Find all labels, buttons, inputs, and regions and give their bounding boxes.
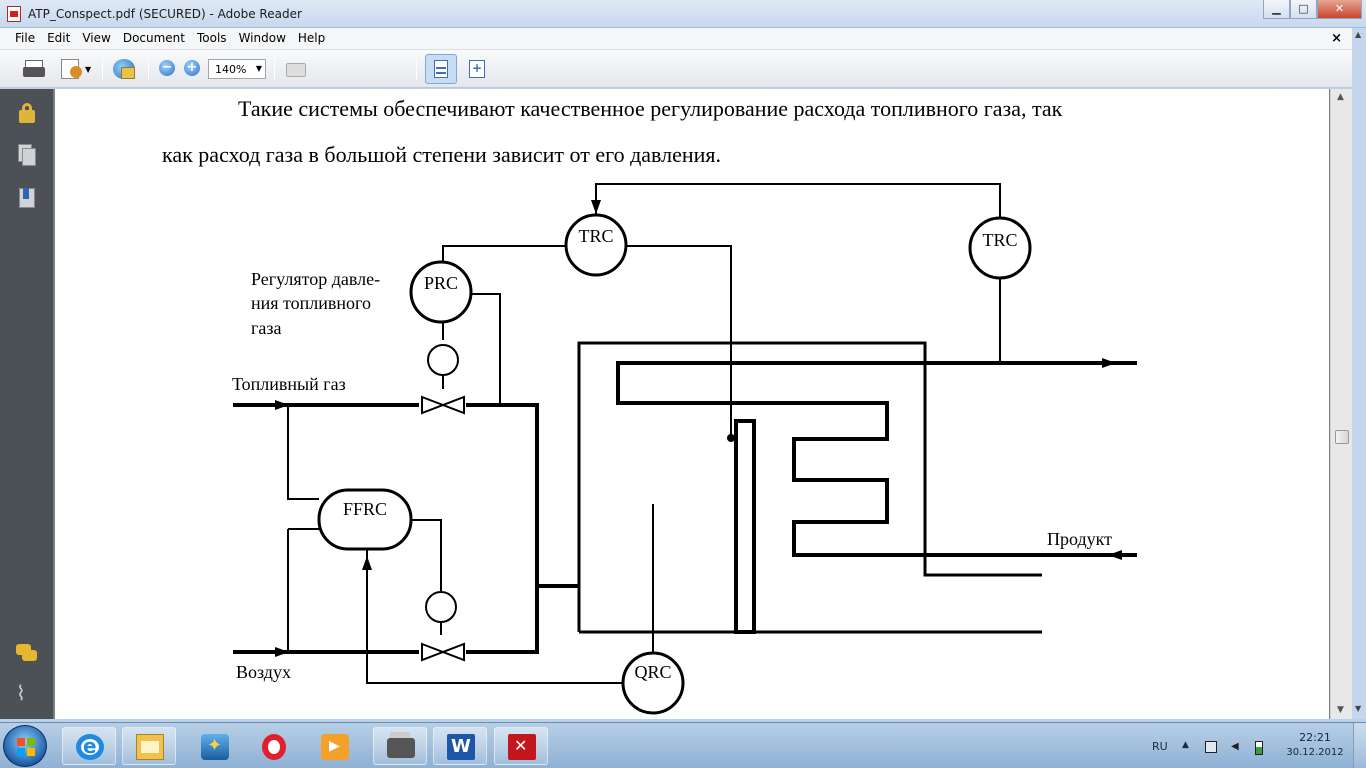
scroll-up-arrow-icon[interactable]: ▲: [1337, 92, 1344, 102]
toolbar-separator: [274, 58, 275, 80]
toolbar: ▼ − + 140% ▼: [0, 50, 1352, 88]
folder-icon: [136, 734, 164, 760]
printer-icon[interactable]: [20, 56, 48, 82]
air-valve-actuator: [425, 591, 457, 623]
prc-bubble: [409, 260, 473, 324]
ffrc-label: FFRC: [343, 499, 387, 519]
zoom-level-select[interactable]: 140% ▼: [208, 59, 266, 79]
taskbar-file-explorer[interactable]: [122, 727, 176, 765]
language-indicator[interactable]: RU: [1152, 740, 1168, 753]
volume-icon[interactable]: [1231, 741, 1243, 753]
battery-icon[interactable]: [1255, 741, 1263, 755]
vertical-scrollbar[interactable]: ▲ ▼: [1330, 89, 1352, 719]
zoom-level-value: 140%: [215, 63, 247, 76]
clock-time: 22:21: [1299, 731, 1331, 744]
maximize-button[interactable]: □: [1290, 0, 1317, 19]
trc-right-bubble: [968, 216, 1032, 280]
process-control-diagram: TRC TRC PRC FFRC QRC Регулятор давле- ни…: [232, 183, 1137, 715]
scanner-icon: [387, 732, 415, 758]
regulator-label-line-3: газа: [251, 318, 281, 338]
scrollbar-thumb[interactable]: [1335, 430, 1349, 444]
trc-right-label: TRC: [982, 230, 1017, 250]
network-icon[interactable]: [1205, 741, 1217, 753]
menu-file[interactable]: File: [15, 31, 36, 45]
video-player-icon: [321, 734, 349, 760]
toolbar-separator: [416, 58, 417, 80]
qrc-bubble: [621, 651, 685, 715]
taskbar-media-player[interactable]: [187, 727, 241, 765]
clock-date: 30.12.2012: [1286, 747, 1344, 758]
menu-bar: File Edit View Document Tools Window Hel…: [0, 28, 1352, 50]
show-hidden-icons-icon[interactable]: ▲: [1182, 740, 1189, 750]
adobe-reader-icon: [7, 6, 21, 22]
navigation-pane: ⌇: [0, 89, 53, 719]
menu-view[interactable]: View: [82, 31, 111, 45]
air-label: Воздух: [236, 662, 291, 682]
menu-help[interactable]: Help: [297, 31, 326, 45]
show-desktop-button[interactable]: [1353, 723, 1366, 768]
menu-tools[interactable]: Tools: [197, 31, 227, 45]
close-window-button[interactable]: ✕: [1317, 0, 1362, 19]
scroll-down-arrow-icon[interactable]: ▼: [1337, 705, 1344, 715]
taskbar-video-player[interactable]: [307, 727, 361, 765]
furnace-outline: [577, 341, 1042, 634]
paragraph-line-2: как расход газа в большой степени зависи…: [162, 142, 722, 167]
toolbar-separator: [102, 58, 103, 80]
chevron-down-icon: ▼: [255, 64, 262, 73]
ffrc-bubble: [317, 488, 413, 551]
qrc-label: QRC: [634, 662, 671, 682]
title-bar: ATP_Conspect.pdf (SECURED) - Adobe Reade…: [0, 0, 1366, 28]
window-title: ATP_Conspect.pdf (SECURED) - Adobe Reade…: [28, 7, 302, 21]
comments-icon[interactable]: [16, 642, 38, 666]
document-page: Такие системы обеспечивают качественное …: [55, 89, 1329, 719]
paragraph-line-1: Такие системы обеспечивают качественное …: [238, 96, 1063, 121]
close-document-button[interactable]: ×: [1331, 31, 1342, 46]
toolbar-separator: [148, 58, 149, 80]
snapshot-icon[interactable]: [284, 56, 308, 82]
share-icon[interactable]: ▼: [58, 56, 94, 82]
trc-left-bubble: [564, 213, 628, 277]
fit-width-icon[interactable]: [425, 54, 457, 84]
gas-valve-actuator: [427, 344, 459, 376]
zoom-out-button[interactable]: −: [159, 60, 175, 76]
bookmarks-icon[interactable]: [16, 187, 38, 211]
opera-icon: [262, 734, 286, 760]
taskbar-word[interactable]: [433, 727, 487, 765]
word-icon: [447, 734, 475, 760]
zoom-in-button[interactable]: +: [184, 60, 200, 76]
product-label: Продукт: [1047, 529, 1112, 549]
air-valve: [421, 642, 465, 662]
trc-left-label: TRC: [578, 226, 613, 246]
signal-lines: [287, 183, 1001, 684]
regulator-label-line-1: Регулятор давле-: [251, 269, 380, 289]
pages-icon[interactable]: [16, 144, 38, 168]
fit-page-icon[interactable]: [466, 58, 488, 80]
attachments-icon[interactable]: ⌇: [16, 681, 26, 705]
menu-document[interactable]: Document: [122, 31, 185, 45]
taskbar-adobe-reader[interactable]: [494, 727, 548, 765]
window-controls: ▁ □ ✕: [1263, 0, 1362, 20]
menu-window[interactable]: Window: [238, 31, 286, 45]
minimize-button[interactable]: ▁: [1263, 0, 1290, 19]
internet-explorer-icon: [76, 734, 104, 760]
prc-label: PRC: [424, 273, 458, 293]
taskbar: RU ▲ 22:21 30.12.2012: [0, 722, 1366, 768]
media-player-icon: [201, 734, 229, 760]
collaborate-icon[interactable]: [110, 56, 138, 82]
start-button[interactable]: [3, 725, 47, 767]
menu-edit[interactable]: Edit: [47, 31, 71, 45]
window-scroll-down-icon[interactable]: ▼: [1355, 704, 1362, 713]
window-scrollbar[interactable]: ▲ ▼: [1352, 28, 1366, 719]
taskbar-internet-explorer[interactable]: [62, 727, 116, 765]
fuel-gas-label: Топливный газ: [232, 374, 346, 394]
lock-icon[interactable]: [16, 101, 38, 125]
taskbar-scanner-app[interactable]: [373, 727, 427, 765]
clock[interactable]: 22:21 30.12.2012: [1280, 731, 1350, 758]
thermocouple-point: [727, 434, 735, 442]
window-scroll-up-icon[interactable]: ▲: [1355, 30, 1362, 39]
gas-valve: [421, 395, 465, 415]
regulator-label-line-2: ния топливного: [251, 293, 371, 313]
taskbar-opera[interactable]: [246, 727, 300, 765]
adobe-reader-taskbar-icon: [508, 734, 536, 760]
